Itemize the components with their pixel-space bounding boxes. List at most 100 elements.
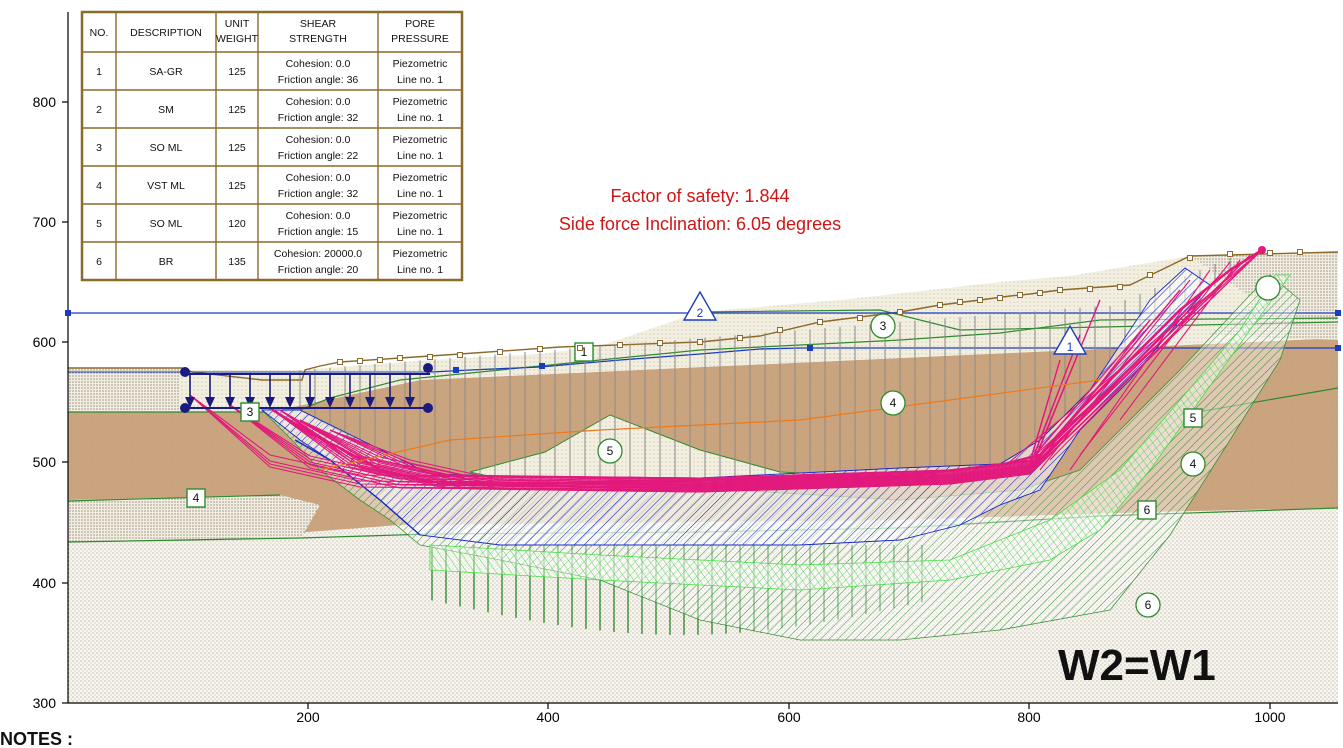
critical-slip-surface bbox=[269, 248, 1263, 487]
piezometric-line-1 bbox=[431, 347, 1338, 373]
table-cell-pore-type: Piezometric bbox=[393, 134, 448, 146]
table-cell-no: 6 bbox=[96, 256, 102, 268]
orange-search-line bbox=[319, 379, 1101, 471]
trial-slip-surface bbox=[229, 249, 1263, 492]
surface-point bbox=[577, 345, 583, 351]
load-arrow-head bbox=[205, 397, 215, 408]
table-cell-desc: VST ML bbox=[147, 180, 185, 192]
load-arrow-head bbox=[385, 397, 395, 408]
piezometric-point bbox=[807, 345, 813, 351]
load-arrow-head bbox=[265, 397, 275, 408]
x-tick-label: 1000 bbox=[1254, 709, 1285, 725]
side-force-inclination-text: Side force Inclination: 6.05 degrees bbox=[559, 214, 841, 234]
surface-point bbox=[777, 327, 783, 333]
trial-slip-surface bbox=[189, 274, 1221, 491]
table-cell-pore-line: Line no. 1 bbox=[397, 74, 443, 86]
table-cell-pore-type: Piezometric bbox=[393, 248, 448, 260]
surface-point bbox=[337, 359, 343, 365]
surface-point bbox=[817, 319, 823, 325]
trial-slip-surface bbox=[229, 299, 1101, 489]
table-cell-pore-type: Piezometric bbox=[393, 96, 448, 108]
top-soil-left bbox=[68, 368, 180, 412]
table-cell-weight: 125 bbox=[228, 142, 246, 154]
table-cell-cohesion: Cohesion: 0.0 bbox=[286, 172, 351, 184]
y-tick-label: 800 bbox=[33, 94, 57, 110]
soil-square-marker bbox=[240, 402, 260, 422]
table-cell-no: 3 bbox=[96, 142, 102, 154]
table-cell-pore-line: Line no. 1 bbox=[397, 112, 443, 124]
load-arrow-head bbox=[285, 397, 295, 408]
soil-circle-marker bbox=[880, 390, 906, 416]
piezometric-point bbox=[65, 310, 71, 316]
table-cell-desc: SA-GR bbox=[149, 66, 183, 78]
load-arrow-head bbox=[325, 397, 335, 408]
y-tick-label: 700 bbox=[33, 214, 57, 230]
surface-point bbox=[1017, 292, 1023, 298]
load-node bbox=[180, 367, 190, 377]
surface-point bbox=[497, 349, 503, 355]
table-cell-weight: 125 bbox=[228, 66, 246, 78]
square-marker-label: 6 bbox=[1144, 503, 1151, 517]
table-header-cell: DESCRIPTION bbox=[130, 27, 202, 39]
surface-point bbox=[377, 357, 383, 363]
load-node bbox=[180, 403, 190, 413]
table-cell-weight: 135 bbox=[228, 256, 246, 268]
material-properties-table: NO.DESCRIPTIONUNITWEIGHTSHEARSTRENGTHPOR… bbox=[80, 10, 464, 282]
y-tick-label: 500 bbox=[33, 454, 57, 470]
load-arrow-head bbox=[225, 397, 235, 408]
circle-marker-label: 3 bbox=[880, 319, 887, 333]
surface-point bbox=[937, 302, 943, 308]
square-marker-label: 1 bbox=[581, 345, 588, 359]
notes-label: NOTES : bbox=[0, 729, 73, 748]
x-tick-label: 600 bbox=[777, 709, 801, 725]
table-cell-pore-line: Line no. 1 bbox=[397, 188, 443, 200]
load-arrow-head bbox=[405, 397, 415, 408]
surface-point bbox=[897, 309, 903, 315]
soil-circle-marker bbox=[1135, 592, 1161, 618]
table-cell-friction: Friction angle: 32 bbox=[278, 112, 359, 124]
soil-square-marker bbox=[186, 488, 206, 508]
table-cell-pore-line: Line no. 1 bbox=[397, 150, 443, 162]
circle-marker-label: 4 bbox=[890, 396, 897, 410]
table-header-cell: NO. bbox=[90, 27, 109, 39]
table-cell-weight: 125 bbox=[228, 180, 246, 192]
surface-point bbox=[1267, 250, 1273, 256]
soil-layer-3-lens bbox=[440, 252, 1338, 368]
table-cell-weight: 125 bbox=[228, 104, 246, 116]
piezometric-point bbox=[539, 363, 545, 369]
table-cell-no: 2 bbox=[96, 104, 102, 116]
table-cell-desc: SO ML bbox=[150, 218, 183, 230]
table-cell-friction: Friction angle: 15 bbox=[278, 226, 359, 238]
trial-slip-surface bbox=[329, 334, 1081, 484]
surface-point bbox=[737, 335, 743, 341]
load-arrow-head bbox=[305, 397, 315, 408]
surface-point bbox=[427, 354, 433, 360]
piezometric-line-triangle-marker bbox=[1052, 324, 1088, 355]
surface-point bbox=[957, 299, 963, 305]
trial-slip-surface bbox=[329, 319, 1151, 493]
table-cell-desc: SO ML bbox=[150, 142, 183, 154]
y-tick-label: 400 bbox=[33, 575, 57, 591]
surface-point bbox=[1227, 251, 1233, 257]
load-node bbox=[423, 363, 433, 373]
surface-point bbox=[1117, 284, 1123, 290]
surface-point bbox=[617, 342, 623, 348]
soil-circle-marker bbox=[870, 313, 896, 339]
table-header-cell: WEIGHT bbox=[216, 33, 259, 45]
table-header-cell: UNIT bbox=[225, 18, 250, 30]
piezometric-line-triangle-marker bbox=[682, 290, 718, 321]
load-arrow-head bbox=[345, 397, 355, 408]
surface-point bbox=[657, 340, 663, 346]
table-header-cell: STRENGTH bbox=[289, 33, 347, 45]
x-tick-label: 800 bbox=[1017, 709, 1041, 725]
table-header-cell: PORE bbox=[405, 18, 435, 30]
trial-slip-surface bbox=[329, 264, 1241, 487]
table-cell-no: 1 bbox=[96, 66, 102, 78]
square-marker-label: 5 bbox=[1190, 411, 1197, 425]
surface-point bbox=[1037, 290, 1043, 296]
triangle-marker-label: 1 bbox=[1067, 340, 1074, 354]
soil-square-marker bbox=[1137, 500, 1157, 520]
piezometric-point bbox=[1335, 345, 1341, 351]
